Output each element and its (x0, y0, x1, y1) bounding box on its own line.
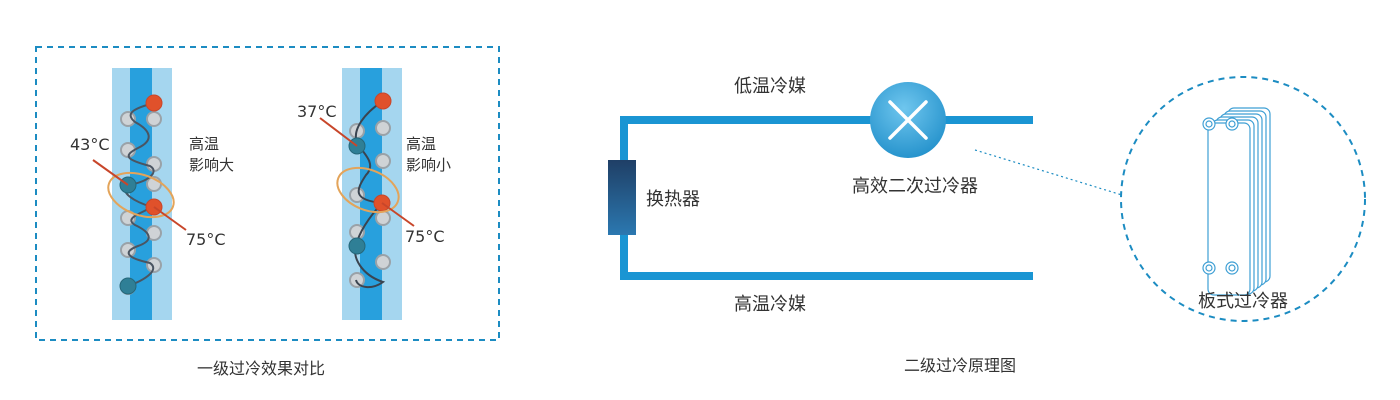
gray-ball (146, 257, 162, 273)
gray-ball (375, 153, 391, 169)
impact-note-line1: 高温 (406, 135, 437, 153)
bottom-pipe (620, 272, 1033, 280)
heat-exchanger-label: 换热器 (646, 189, 700, 210)
leader-line-inlet (92, 159, 129, 186)
impact-note-line2: 影响大 (189, 156, 235, 174)
left-panel-dashed-border (35, 46, 500, 341)
comparison-oval (107, 171, 175, 219)
subcooler-valve-symbol (870, 82, 946, 158)
top-pipe (620, 116, 1033, 124)
exchanger-small-impact (319, 68, 415, 320)
port-fitting (1228, 264, 1236, 272)
plate-subcooler-label: 板式过冷器 (1198, 291, 1288, 312)
gray-ball (349, 187, 365, 203)
gray-ball (120, 242, 136, 258)
subcooler-label: 高效二次过冷器 (852, 176, 978, 197)
red-ball (374, 92, 392, 110)
port-fitting (1228, 120, 1236, 128)
leader-line-outlet (153, 206, 187, 231)
inlet-temp-label-right: 37°C (297, 102, 337, 121)
left-panel-caption: 一级过冷效果对比 (196, 359, 326, 378)
impact-note-right: 高温 影响小 (406, 134, 451, 176)
teal-ball (119, 277, 137, 295)
outlet-temp-label-left: 75°C (186, 230, 226, 249)
inlet-temp-label-left: 43°C (70, 135, 110, 154)
right-panel-caption: 二级过冷原理图 (903, 356, 1017, 375)
impact-note-line2: 影响小 (406, 156, 452, 174)
outlet-temp-label-right: 75°C (405, 227, 445, 246)
gray-ball (146, 111, 162, 127)
gray-ball (375, 120, 391, 136)
gray-ball (375, 254, 391, 270)
teal-ball (348, 237, 366, 255)
low-temp-refrigerant-label: 低温冷媒 (734, 76, 806, 97)
comparison-oval (336, 166, 400, 214)
high-temp-refrigerant-label: 高温冷媒 (734, 294, 806, 315)
plate-subcooler-zoom-circle (1120, 76, 1366, 322)
red-ball (145, 94, 163, 112)
leader-line-outlet (381, 202, 415, 227)
impact-note-left: 高温 影响大 (189, 134, 234, 176)
cross-line (888, 100, 928, 140)
leader-line-inlet (319, 117, 358, 147)
heat-exchanger-block (608, 160, 636, 235)
impact-note-line1: 高温 (189, 135, 220, 153)
port-fitting (1205, 264, 1213, 272)
gray-balls (349, 120, 391, 288)
coil-line (124, 102, 155, 287)
plate-heat-exchanger-illustration (1202, 107, 1271, 296)
zoom-connector-line (974, 149, 1123, 196)
port-fitting (1205, 120, 1213, 128)
exchanger-large-impact (92, 68, 187, 320)
